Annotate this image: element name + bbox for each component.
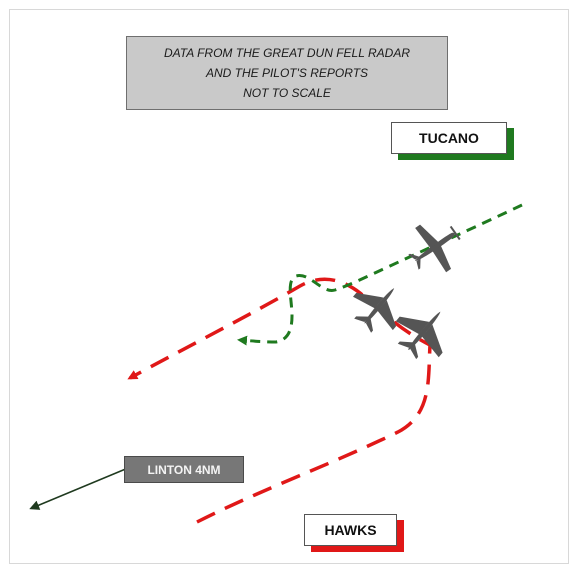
hawks-track [127, 277, 432, 524]
note-line-3: NOT TO SCALE [243, 86, 331, 100]
hawks-label: HAWKS [304, 514, 397, 546]
linton-direction-arrow [29, 467, 129, 510]
hawk-aircraft-icon [353, 288, 397, 333]
note-line-1: DATA FROM THE GREAT DUN FELL RADAR [163, 46, 411, 60]
data-source-note: DATA FROM THE GREAT DUN FELL RADAR AND T… [126, 36, 448, 110]
note-line-2: AND THE PILOT'S REPORTS [205, 66, 369, 80]
linton-label: LINTON 4NM [124, 456, 244, 483]
tucano-track [237, 203, 523, 346]
hawk-aircraft-icon [395, 311, 443, 360]
tucano-label: TUCANO [391, 122, 507, 154]
tucano-aircraft-icon [408, 224, 461, 273]
